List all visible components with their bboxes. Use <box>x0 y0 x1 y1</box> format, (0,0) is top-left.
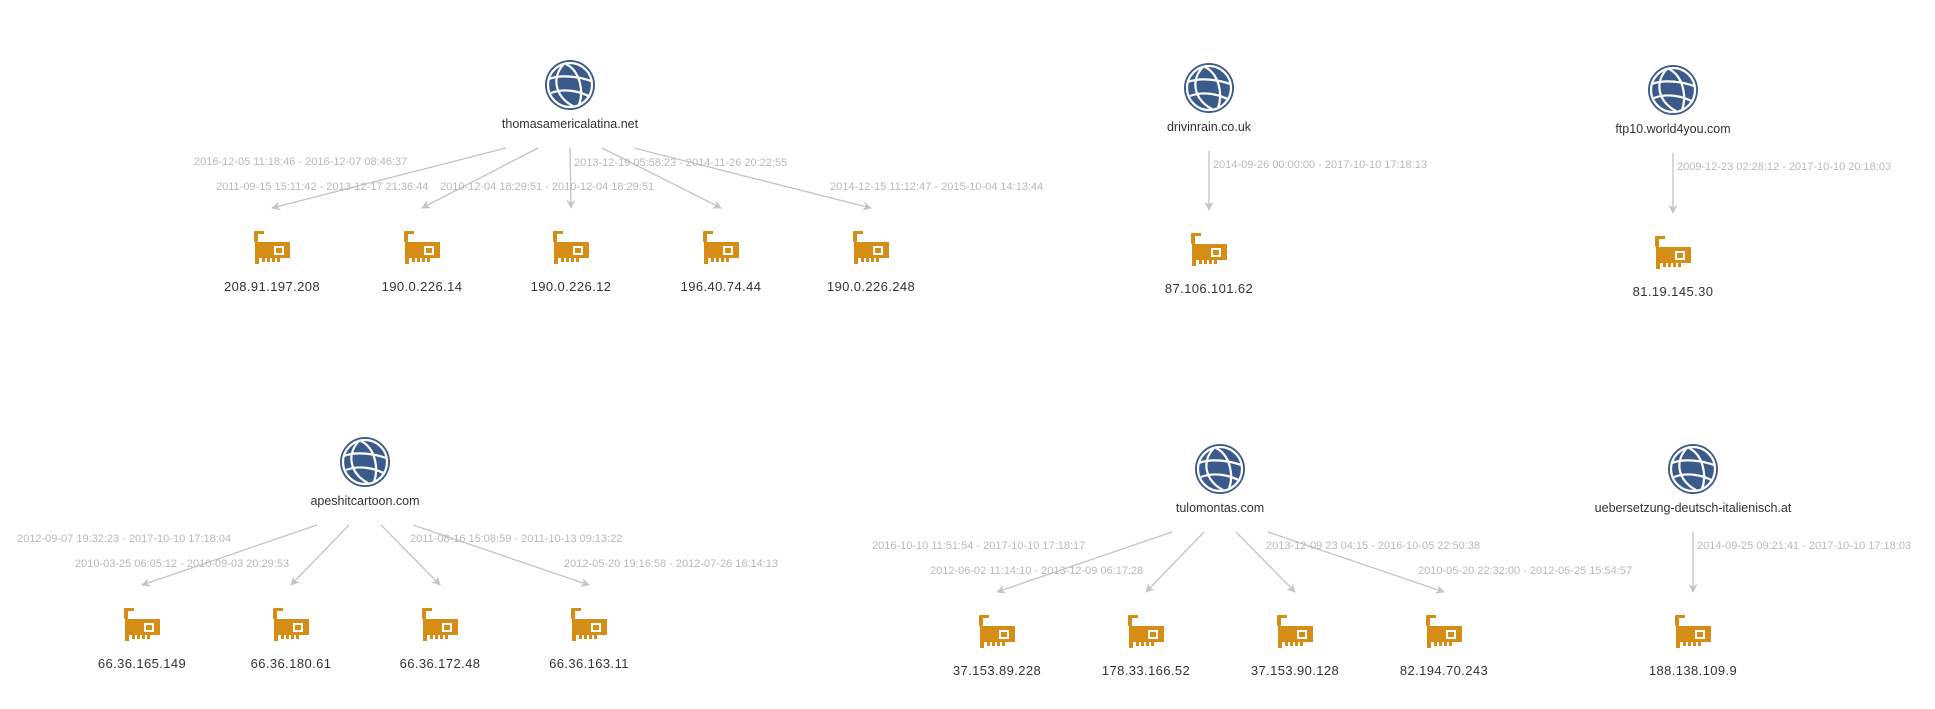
ip-address-label[interactable]: 37.153.90.128 <box>1251 663 1339 678</box>
edge-line <box>996 531 1173 594</box>
network-card-icon[interactable] <box>254 231 290 264</box>
edge-period-label: 2014-09-25 09:21:41 - 2017-10-10 17:18:0… <box>1697 540 1911 552</box>
edge-period-label: 2012-05-20 19:16:58 - 2012-07-26 16:14:1… <box>564 558 778 570</box>
network-card-icon[interactable] <box>404 231 440 264</box>
globe-icon[interactable] <box>1195 444 1245 494</box>
edge-line <box>1267 531 1445 594</box>
edge-labels-layer: 2016-12-05 11:18:46 - 2016-12-07 08:46:3… <box>17 156 1911 577</box>
domain-name-label[interactable]: uebersetzung-deutsch-italienisch.at <box>1595 501 1792 515</box>
ip-address-label[interactable]: 66.36.163.11 <box>549 656 629 671</box>
globe-icon[interactable] <box>1668 444 1718 494</box>
edge-period-label: 2011-08-16 15:08:59 - 2011-10-13 09:13:2… <box>410 533 622 545</box>
network-card-icon[interactable] <box>273 608 309 641</box>
ip-address-label[interactable]: 66.36.180.61 <box>251 656 332 671</box>
edge-period-label: 2012-06-02 11:14:10 - 2013-12-09 06:17:2… <box>930 565 1143 577</box>
network-card-icon[interactable] <box>979 615 1015 648</box>
edge-period-label: 2010-03-25 06:05:12 - 2010-09-03 20:29:5… <box>75 558 289 570</box>
ip-address-label[interactable]: 196.40.74.44 <box>681 279 762 294</box>
edge-line <box>566 147 576 209</box>
domain-name-label[interactable]: ftp10.world4you.com <box>1615 122 1730 136</box>
network-card-icon[interactable] <box>1277 615 1313 648</box>
ip-address-label[interactable]: 66.36.172.48 <box>400 656 481 671</box>
edge-period-label: 2013-12-19 05:58:23 - 2014-11-26 20:22:5… <box>574 157 787 169</box>
edge-line <box>601 147 722 209</box>
ip-address-label[interactable]: 190.0.226.248 <box>827 279 915 294</box>
edge-line <box>380 524 441 586</box>
edge-period-label: 2016-12-05 11:18:46 - 2016-12-07 08:46:3… <box>194 156 407 168</box>
edge-line <box>421 147 539 209</box>
edges-layer <box>141 147 1698 594</box>
ip-address-label[interactable]: 190.0.226.14 <box>382 279 463 294</box>
network-card-icon[interactable] <box>124 608 160 641</box>
network-card-icon[interactable] <box>1655 236 1691 269</box>
edge-period-label: 2010-12-04 18:29:51 - 2010-12-04 18:29:5… <box>440 181 654 193</box>
ip-address-label[interactable]: 208.91.197.208 <box>224 279 320 294</box>
ip-address-label[interactable]: 66.36.165.149 <box>98 656 186 671</box>
ip-address-label[interactable]: 190.0.226.12 <box>531 279 612 294</box>
network-card-icon[interactable] <box>853 231 889 264</box>
network-card-icon[interactable] <box>703 231 739 264</box>
network-card-icon[interactable] <box>1426 615 1462 648</box>
edge-line <box>1235 531 1296 593</box>
network-card-icon[interactable] <box>571 608 607 641</box>
globe-icon[interactable] <box>1648 65 1698 115</box>
domain-name-label[interactable]: thomasamericalatina.net <box>502 117 639 131</box>
network-card-icon[interactable] <box>422 608 458 641</box>
edge-period-label: 2013-12-09 23 04:15 - 2016-10-05 22:50:3… <box>1266 540 1480 552</box>
ip-address-label[interactable]: 87.106.101.62 <box>1165 281 1253 296</box>
globe-icon[interactable] <box>340 437 390 487</box>
edge-period-label: 2012-09-07 19:32:23 - 2017-10-10 17:18:0… <box>17 533 231 545</box>
edge-period-label: 2014-09-26 00:00:00 - 2017-10-10 17:18:1… <box>1213 159 1427 171</box>
globe-icon[interactable] <box>1184 63 1234 113</box>
edge-period-label: 2016-10-10 11:51:54 - 2017-10-10 17:18:1… <box>872 540 1085 552</box>
edge-period-label: 2014-12-15 11:12:47 - 2015-10-04 14:13:4… <box>830 181 1043 193</box>
edge-line <box>271 147 507 211</box>
domain-name-label[interactable]: drivinrain.co.uk <box>1167 120 1252 134</box>
ip-address-label[interactable]: 82.194.70.243 <box>1400 663 1488 678</box>
network-card-icon[interactable] <box>1675 615 1711 648</box>
globe-icon[interactable] <box>545 60 595 110</box>
ip-address-label[interactable]: 37.153.89.228 <box>953 663 1041 678</box>
network-card-icon[interactable] <box>553 231 589 264</box>
edge-line <box>1145 531 1205 593</box>
edge-period-label: 2009-12-23 02:28:12 - 2017-10-10 20:18:0… <box>1677 161 1891 173</box>
edge-line <box>412 524 590 587</box>
network-card-icon[interactable] <box>1128 615 1164 648</box>
edge-line <box>141 524 318 587</box>
network-card-icon[interactable] <box>1191 233 1227 266</box>
domain-name-label[interactable]: tulomontas.com <box>1176 501 1264 515</box>
domain-name-label[interactable]: apeshitcartoon.com <box>310 494 419 508</box>
edge-period-label: 2011-09-15 15:11:42 - 2013-12-17 21:36:4… <box>216 181 428 193</box>
ip-address-label[interactable]: 188.138.109.9 <box>1649 663 1737 678</box>
nodes-layer: 208.91.197.208 190.0.226.14 190.0.226.12 19… <box>98 60 1792 678</box>
edge-line <box>633 147 872 211</box>
ip-address-label[interactable]: 178.33.166.52 <box>1102 663 1190 678</box>
edge-line <box>290 524 350 586</box>
ip-address-label[interactable]: 81.19.145.30 <box>1633 284 1714 299</box>
edge-period-label: 2010-05-20 22:32:00 - 2012-05-25 15:54:5… <box>1418 565 1632 577</box>
